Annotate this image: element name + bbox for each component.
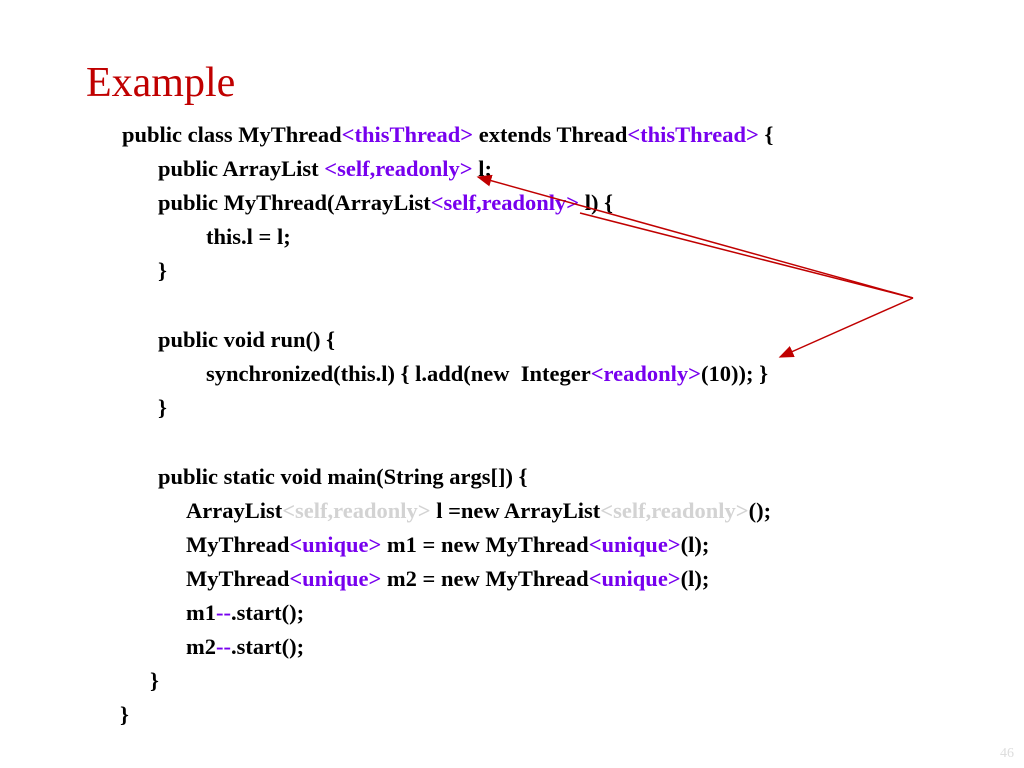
- code-text: this.l = l;: [206, 224, 291, 249]
- type-annotation: <thisThread>: [341, 122, 474, 147]
- code-line: }: [158, 395, 167, 421]
- code-line: synchronized(this.l) { l.add(new Integer…: [206, 361, 768, 387]
- code-text: MyThread: [186, 566, 290, 591]
- code-text: }: [158, 395, 167, 420]
- code-text: l) {: [579, 190, 613, 215]
- code-text: m2: [186, 634, 216, 659]
- code-text: {: [758, 122, 774, 147]
- page-number: 46: [1000, 746, 1014, 761]
- type-annotation: <unique>: [289, 566, 382, 591]
- type-annotation: --: [216, 634, 231, 659]
- code-line: MyThread<unique> m2 = new MyThread<uniqu…: [186, 566, 709, 592]
- type-annotation: <thisThread>: [627, 122, 759, 147]
- dimmed-annotation: <self,readonly>: [282, 498, 431, 523]
- code-text: public ArrayList: [158, 156, 325, 181]
- code-line: m2--.start();: [186, 634, 304, 660]
- type-annotation: <unique>: [588, 566, 681, 591]
- code-line: this.l = l;: [206, 224, 291, 250]
- code-text: }: [158, 258, 167, 283]
- code-text: .start();: [231, 634, 305, 659]
- arrow-to-readonly-annotation: [778, 297, 914, 358]
- code-line: }: [150, 668, 159, 694]
- code-text: (10)); }: [700, 361, 768, 386]
- code-text: extends Thread: [473, 122, 628, 147]
- code-line: public static void main(String args[]) {: [158, 464, 528, 490]
- code-line: }: [158, 258, 167, 284]
- dimmed-annotation: <self,readonly>: [600, 498, 749, 523]
- code-text: m1 = new MyThread: [381, 532, 589, 557]
- code-line: m1--.start();: [186, 600, 304, 626]
- code-line: public class MyThread<thisThread> extend…: [122, 122, 773, 148]
- code-text: }: [120, 702, 129, 727]
- code-text: m1: [186, 600, 216, 625]
- type-annotation: <unique>: [289, 532, 382, 557]
- code-line: }: [120, 702, 129, 728]
- code-line: public ArrayList <self,readonly> l;: [158, 156, 492, 182]
- code-text: (l);: [680, 566, 710, 591]
- code-text: }: [150, 668, 159, 693]
- code-text: (l);: [680, 532, 710, 557]
- code-text: .start();: [231, 600, 305, 625]
- slide-title: Example: [86, 60, 236, 106]
- type-annotation: <self,readonly>: [430, 190, 580, 215]
- code-text: l;: [472, 156, 493, 181]
- code-text: public MyThread(ArrayList: [158, 190, 431, 215]
- type-annotation: <self,readonly>: [324, 156, 473, 181]
- code-text: m2 = new MyThread: [381, 566, 589, 591]
- code-line: public MyThread(ArrayList<self,readonly>…: [158, 190, 613, 216]
- arrow-to-field-annotation: [476, 174, 914, 299]
- code-text: MyThread: [186, 532, 290, 557]
- code-text: public static void main(String args[]) {: [158, 464, 528, 489]
- code-line: MyThread<unique> m1 = new MyThread<uniqu…: [186, 532, 709, 558]
- code-text: synchronized(this.l) { l.add(new Integer: [206, 361, 591, 386]
- code-text: public class MyThread: [122, 122, 342, 147]
- code-line: public void run() {: [158, 327, 335, 353]
- code-line: ArrayList<self,readonly> l =new ArrayLis…: [186, 498, 771, 524]
- code-text: ArrayList: [186, 498, 283, 523]
- code-text: ();: [748, 498, 772, 523]
- code-text: l =new ArrayList: [430, 498, 601, 523]
- type-annotation: <readonly>: [590, 361, 701, 386]
- type-annotation: --: [216, 600, 231, 625]
- code-text: public void run() {: [158, 327, 336, 352]
- arrow-from-constructor-annotation: [579, 212, 914, 299]
- type-annotation: <unique>: [588, 532, 681, 557]
